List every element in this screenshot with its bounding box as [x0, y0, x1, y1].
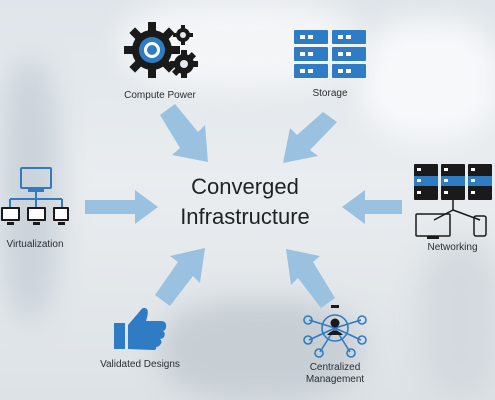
virtualization-label: Virtualization — [6, 239, 64, 250]
node-networking: Networking — [410, 162, 495, 254]
networking-label: Networking — [427, 242, 478, 253]
thumbs-up-icon — [112, 305, 168, 351]
arrow-validated — [155, 248, 205, 306]
storage-label: Storage — [312, 88, 348, 99]
node-storage: Storage — [280, 28, 380, 100]
center-title-line1: Converged — [191, 174, 299, 199]
networking-icon — [412, 162, 494, 240]
gears-icon — [122, 20, 198, 82]
arrow-networking — [342, 190, 402, 224]
hub-person-icon — [302, 302, 368, 358]
node-centralized-management: Centralized Management — [285, 302, 385, 386]
server-storage-icon — [292, 28, 368, 80]
arrow-virtualization — [85, 190, 158, 224]
arrow-centralized — [286, 249, 335, 308]
node-virtualization: Virtualization — [0, 165, 70, 251]
compute-power-label: Compute Power — [124, 90, 196, 101]
node-compute-power: Compute Power — [105, 20, 215, 102]
validated-designs-label: Validated Designs — [100, 359, 180, 370]
virtual-network-icon — [1, 165, 69, 233]
arrow-compute — [160, 104, 208, 162]
centralized-label-line2: Management — [305, 374, 365, 385]
center-title: Converged Infrastructure — [150, 172, 340, 232]
node-validated-designs: Validated Designs — [90, 305, 190, 371]
arrow-storage — [283, 112, 337, 163]
centralized-label-line1: Centralized — [309, 362, 361, 373]
center-title-line2: Infrastructure — [180, 204, 310, 229]
